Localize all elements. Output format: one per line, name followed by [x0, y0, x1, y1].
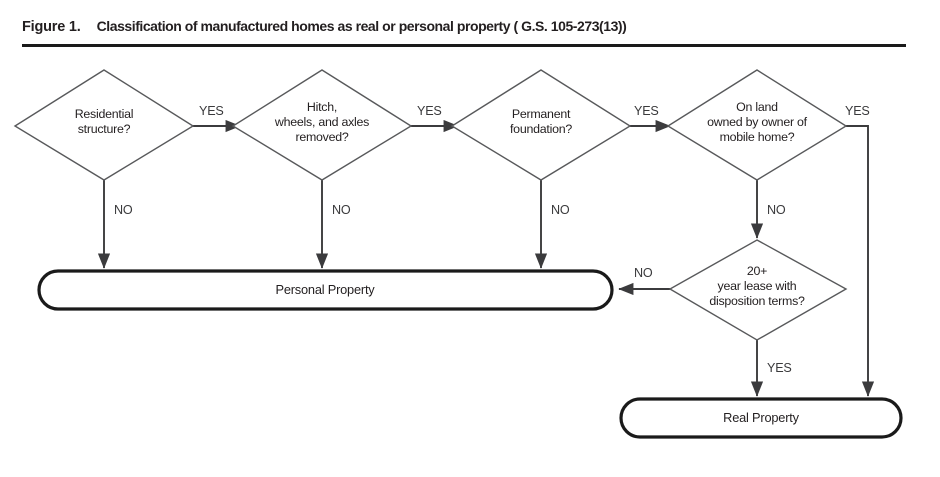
- edge-label-d2-yes: YES: [417, 104, 442, 118]
- node-label-line1: Permanent: [512, 107, 571, 121]
- decision-node-residential-structure[interactable]: Residential structure?: [13, 69, 195, 181]
- node-label-line1: Hitch,: [307, 100, 337, 114]
- diamond-shape: [231, 69, 413, 181]
- decision-node-permanent-foundation[interactable]: Permanent foundation?: [450, 69, 632, 181]
- terminal-label: Personal Property: [275, 282, 375, 297]
- edge-label-d5-no: NO: [634, 266, 653, 280]
- node-label-line3: mobile home?: [720, 130, 795, 144]
- node-label-line2: year lease with: [718, 279, 797, 293]
- node-label-line3: disposition terms?: [709, 294, 805, 308]
- node-label-line2: wheels, and axles: [274, 115, 369, 129]
- node-label-line2: structure?: [78, 122, 131, 136]
- diamond-shape: [13, 69, 195, 181]
- diamond-shape: [450, 69, 632, 181]
- edge-label-d3-yes: YES: [634, 104, 659, 118]
- decision-node-20-year-lease[interactable]: 20+ year lease with disposition terms?: [668, 239, 848, 341]
- terminal-label: Real Property: [723, 410, 799, 425]
- edge-label-d1-no: NO: [114, 203, 133, 217]
- edge-label-d3-no: NO: [551, 203, 570, 217]
- node-label-line2: owned by owner of: [707, 115, 808, 129]
- figure-label: Figure 1.: [22, 19, 81, 35]
- figure-header: Figure 1. Classification of manufactured…: [22, 18, 904, 35]
- edge-label-d4-no: NO: [767, 203, 786, 217]
- edge-d4-yes: [846, 125, 875, 397]
- terminal-node-personal-property[interactable]: Personal Property: [37, 269, 614, 311]
- edge-label-d4-yes: YES: [845, 104, 870, 118]
- edge-label-d5-yes: YES: [767, 361, 792, 375]
- diamond-shape: [666, 69, 848, 181]
- flowchart-canvas: Residential structure? Hitch, wheels, an…: [0, 52, 940, 477]
- header-divider: [22, 44, 906, 47]
- diamond-shape: [668, 239, 848, 341]
- edge-label-d2-no: NO: [332, 203, 351, 217]
- node-label-line1: 20+: [747, 264, 767, 278]
- node-label-line3: removed?: [295, 130, 348, 144]
- figure-title: Classification of manufactured homes as …: [96, 18, 627, 34]
- node-label-line1: Residential: [75, 107, 134, 121]
- node-label-line1: On land: [736, 100, 778, 114]
- decision-node-hitch-wheels-axles[interactable]: Hitch, wheels, and axles removed?: [231, 69, 413, 181]
- node-label-line2: foundation?: [510, 122, 572, 136]
- edge-label-d1-yes: YES: [199, 104, 224, 118]
- terminal-shape: [37, 269, 614, 311]
- terminal-shape: [619, 397, 903, 439]
- decision-node-on-land-owned-by-owner[interactable]: On land owned by owner of mobile home?: [666, 69, 848, 181]
- terminal-node-real-property[interactable]: Real Property: [619, 397, 903, 439]
